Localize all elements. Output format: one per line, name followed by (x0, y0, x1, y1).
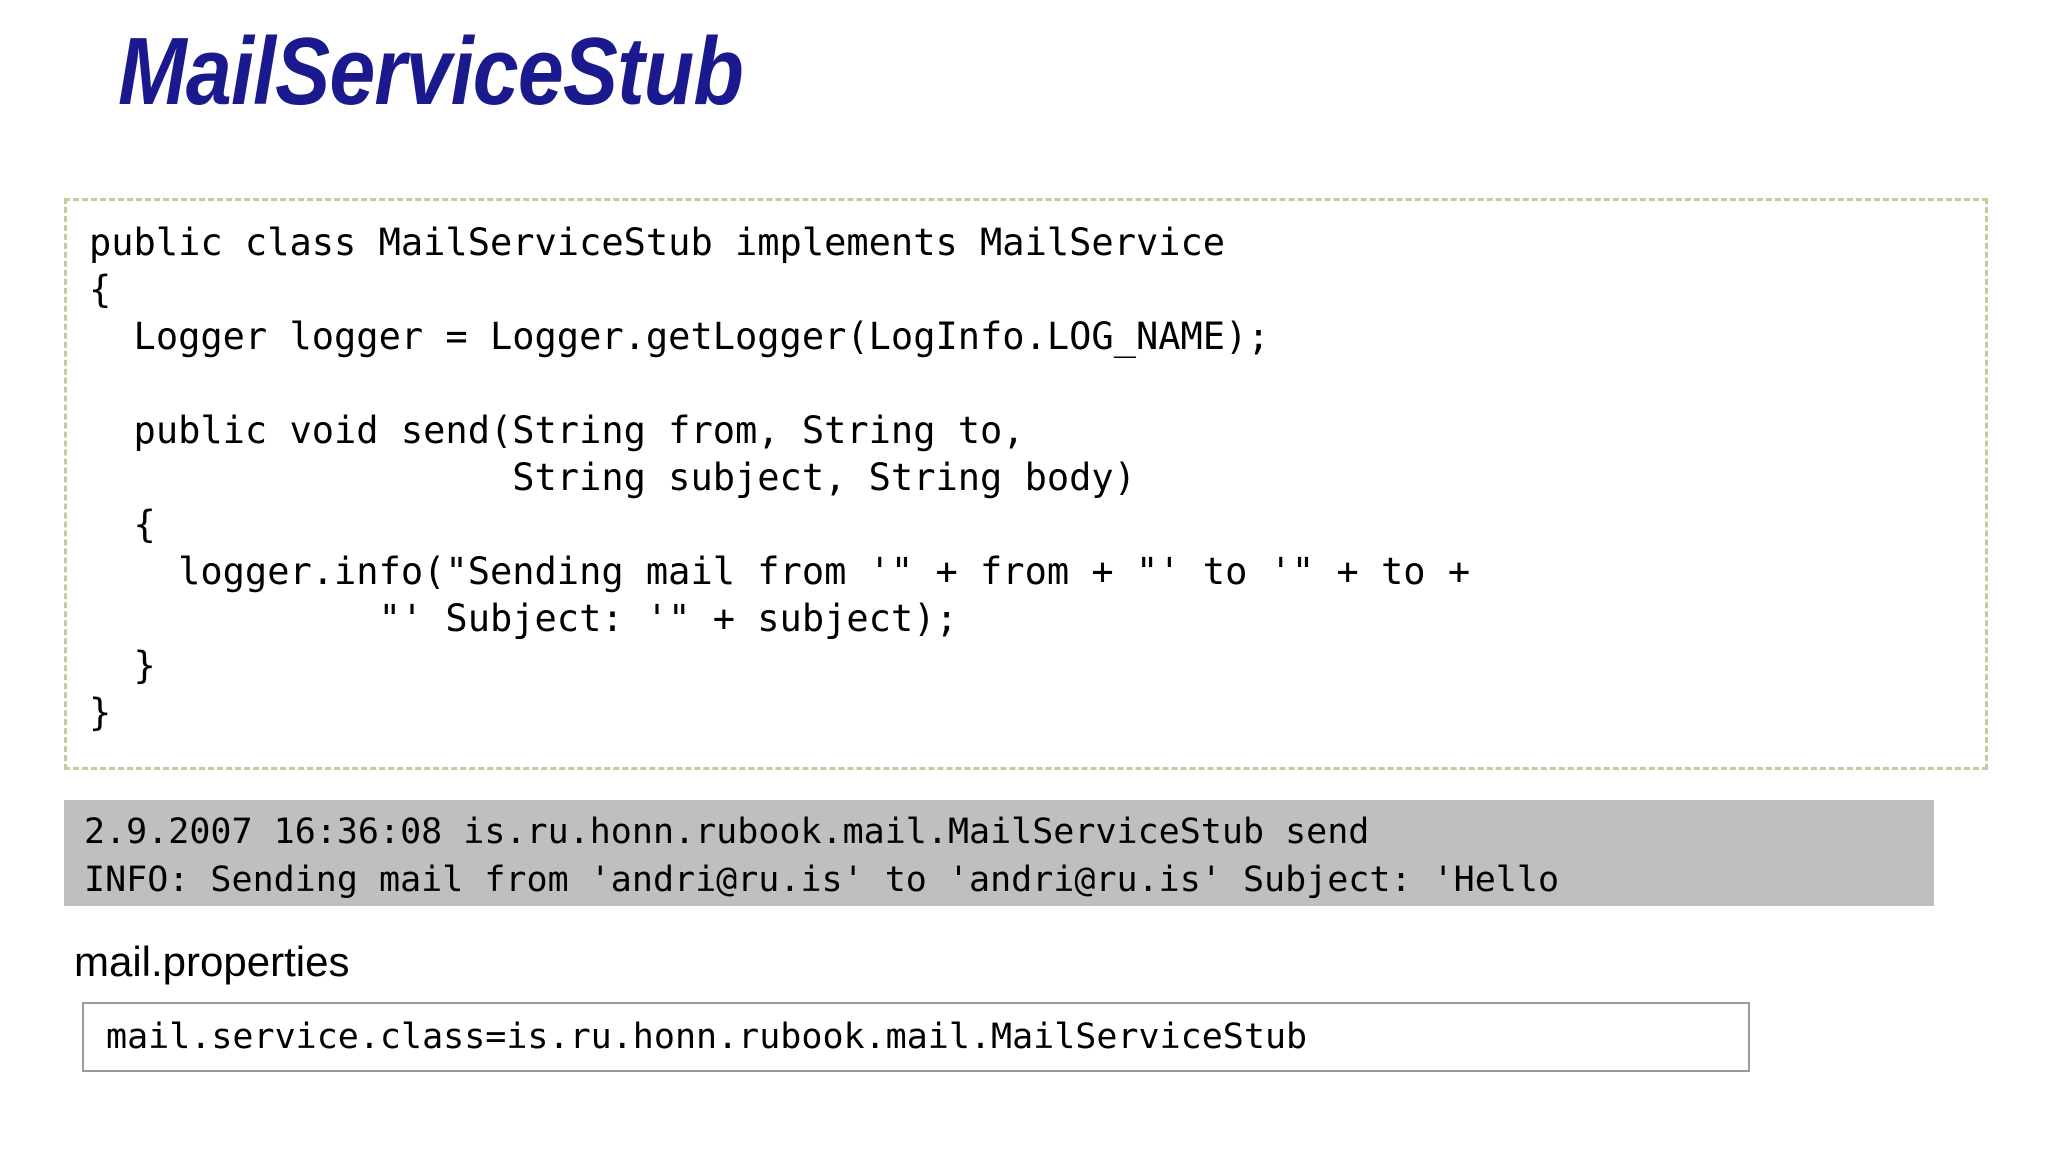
console-output-line: INFO: Sending mail from 'andri@ru.is' to… (84, 860, 1560, 900)
code-block: public class MailServiceStub implements … (64, 198, 1988, 770)
code-line: public class MailServiceStub implements … (89, 221, 1226, 264)
code-line: public void send(String from, String to, (89, 409, 1025, 452)
code-line: { (89, 503, 156, 546)
code-line-blank (67, 360, 1985, 407)
console-output-line: 2.9.2007 16:36:08 is.ru.honn.rubook.mail… (84, 812, 1370, 852)
code-line: } (89, 644, 156, 687)
page-title: MailServiceStub (118, 18, 744, 125)
properties-file-box: mail.service.class=is.ru.honn.rubook.mai… (82, 1002, 1750, 1072)
code-line: { (89, 268, 112, 311)
code-line: Logger logger = Logger.getLogger(LogInfo… (89, 315, 1270, 358)
code-line: "' Subject: '" + subject); (89, 597, 958, 640)
properties-file-label: mail.properties (74, 938, 350, 985)
properties-file-line: mail.service.class=is.ru.honn.rubook.mai… (106, 1017, 1308, 1057)
code-line: logger.info("Sending mail from '" + from… (89, 550, 1471, 593)
code-line: String subject, String body) (89, 456, 1136, 499)
code-line: } (89, 691, 112, 734)
console-output-block: 2.9.2007 16:36:08 is.ru.honn.rubook.mail… (64, 800, 1934, 906)
